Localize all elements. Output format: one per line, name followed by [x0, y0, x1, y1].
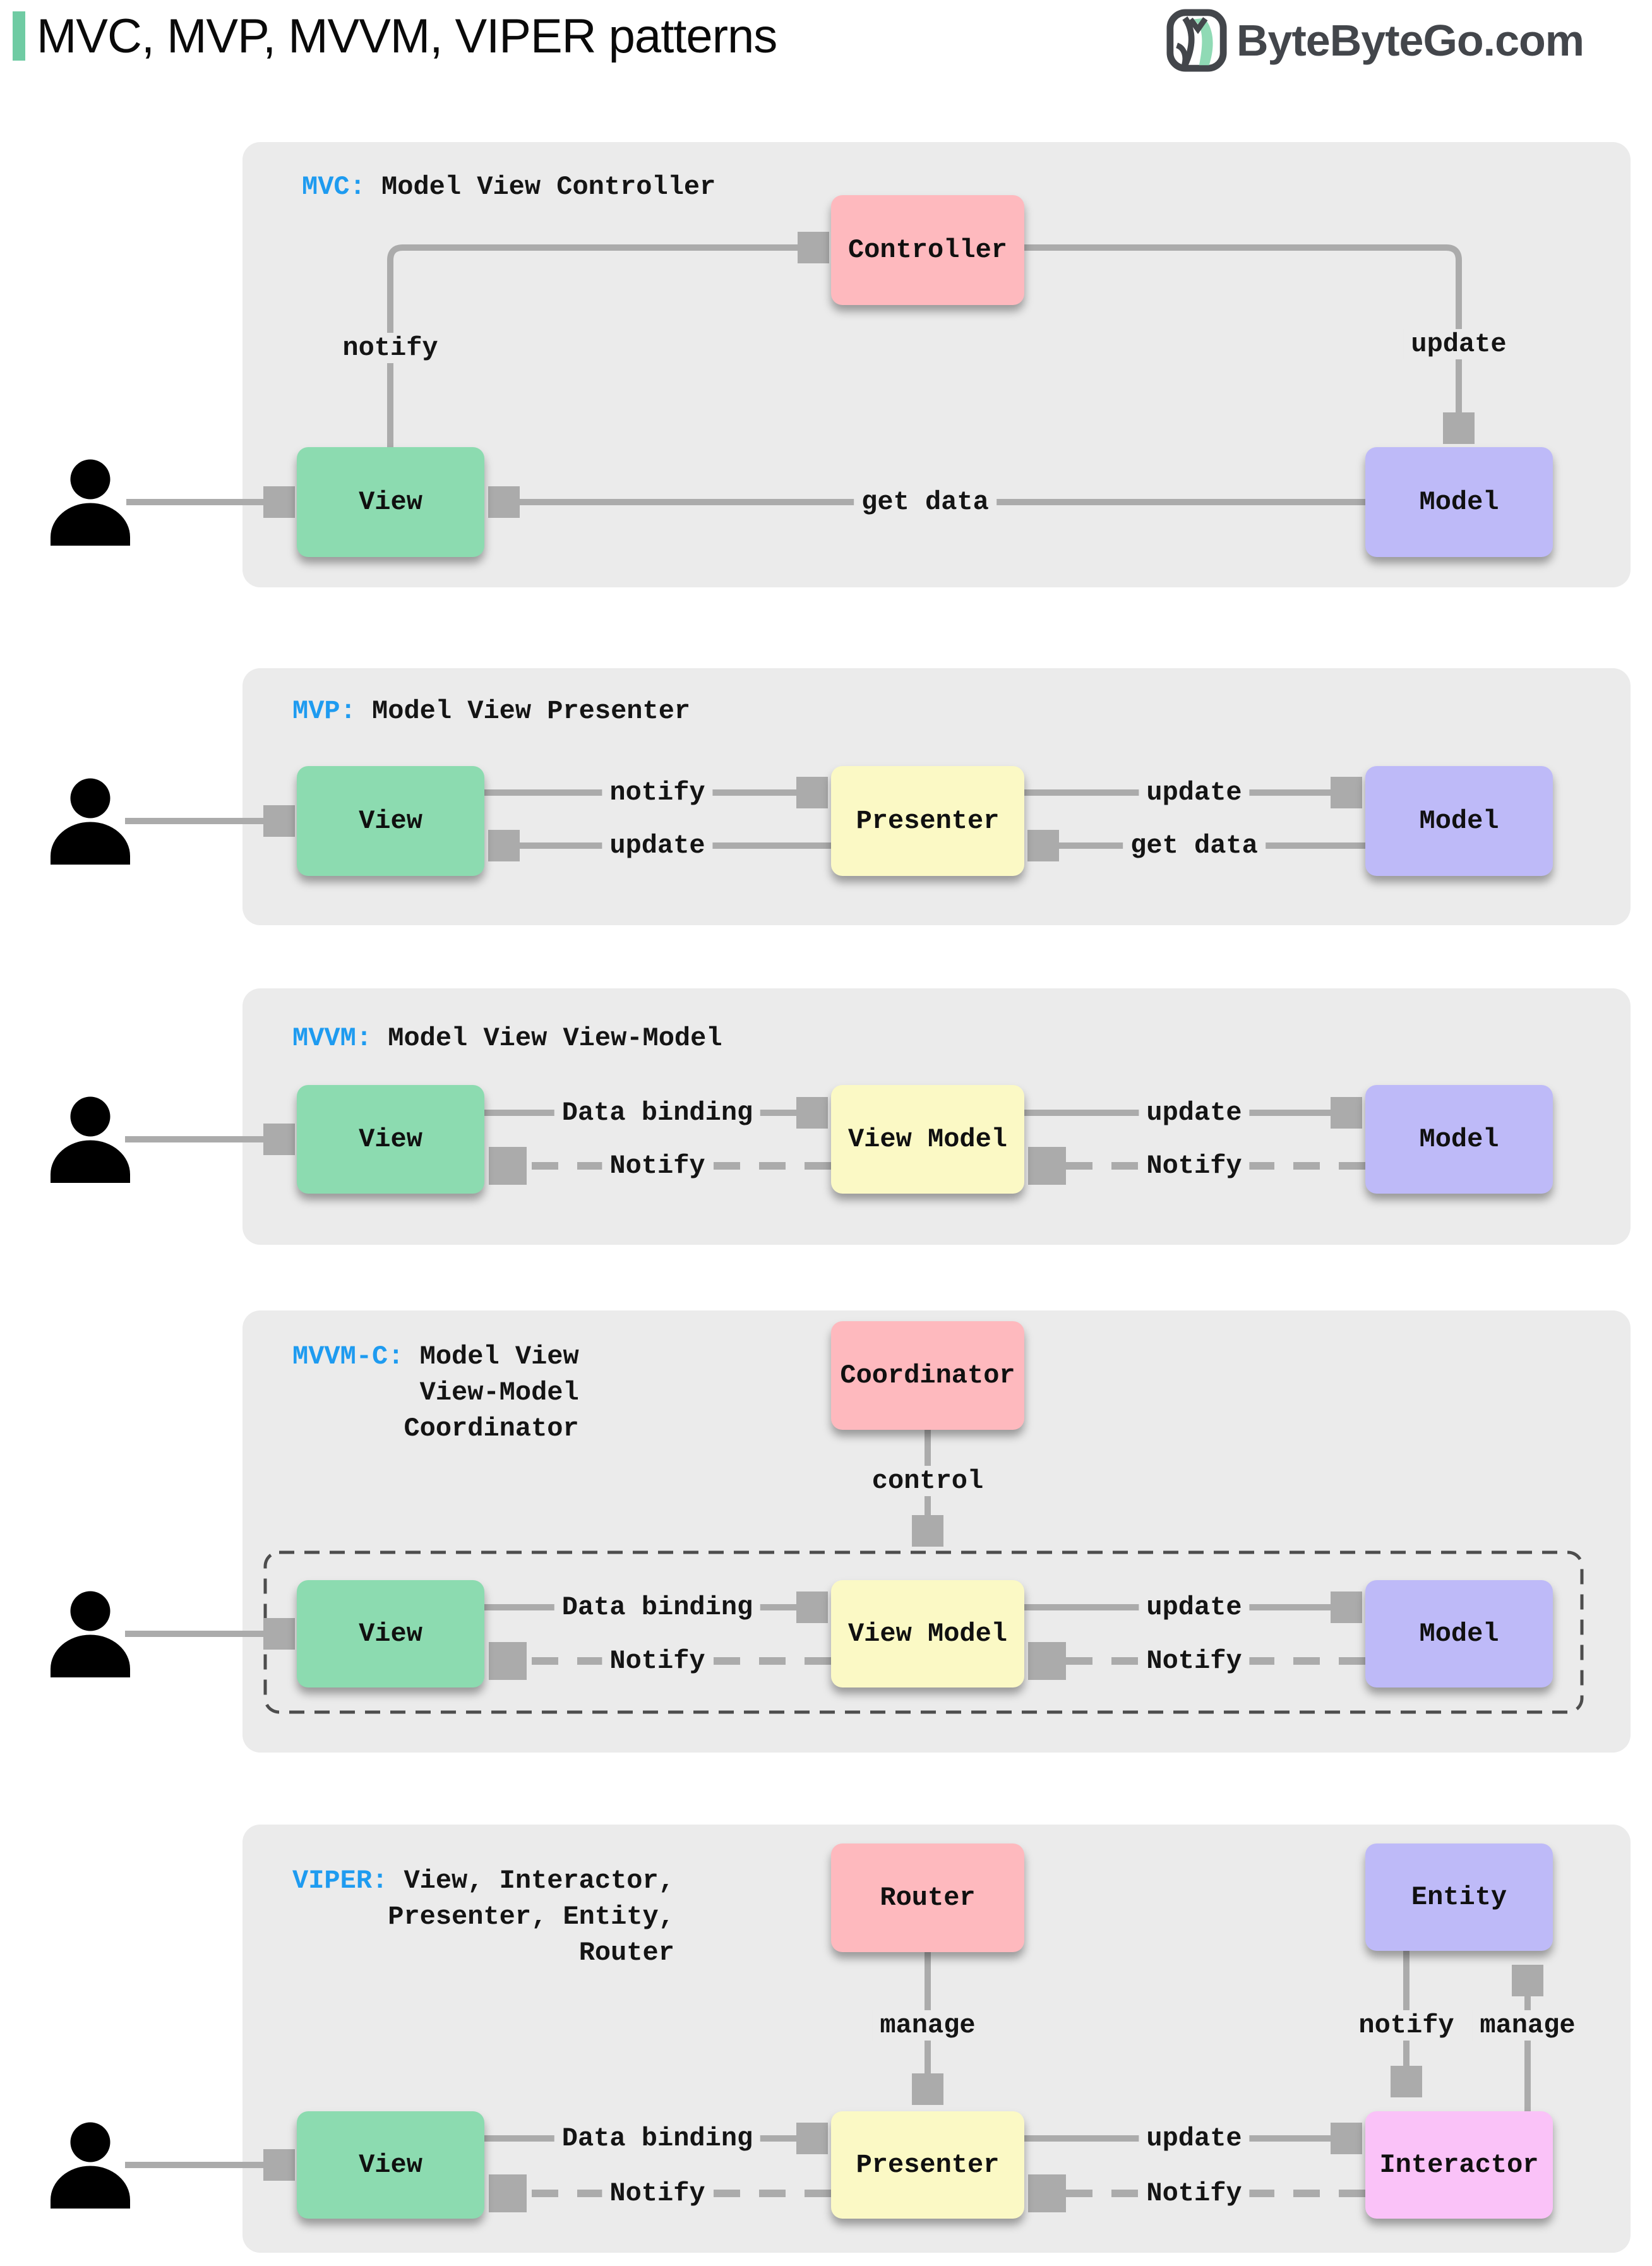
viper-notify-entity-label: notify — [1351, 2010, 1462, 2041]
mvvm-person-icon — [43, 1089, 138, 1190]
mvvmc-update-label: update — [1139, 1592, 1250, 1622]
mvvmc-databinding-label: Data binding — [554, 1592, 761, 1622]
viper-router-box: Router — [831, 1843, 1024, 1952]
bytebytego-logo-icon — [1166, 9, 1227, 72]
mvvm-panel-title: MVVM: Model View View-Model — [292, 1021, 722, 1057]
viper-person-icon — [43, 2114, 138, 2215]
mvvmc-name-line1: Model View — [404, 1341, 579, 1372]
brand-name: ByteByteGo.com — [1236, 16, 1584, 65]
mvvmc-notify-vm-label: Notify — [1139, 1646, 1250, 1676]
mvp-update-model-label: update — [1139, 777, 1250, 808]
viper-databinding-label: Data binding — [554, 2123, 761, 2154]
mvvm-databinding-label: Data binding — [554, 1098, 761, 1128]
mvc-name: Model View Controller — [365, 172, 716, 202]
mvvmc-person-icon — [43, 1583, 138, 1684]
page-title: MVC, MVP, MVVM, VIPER patterns — [37, 9, 777, 63]
mvc-update-label: update — [1403, 329, 1514, 359]
mvc-notify-label: notify — [335, 333, 446, 363]
mvvm-notify-view-label: Notify — [602, 1151, 713, 1181]
mvc-getdata-label: get data — [854, 487, 997, 517]
viper-view-box: View — [297, 2111, 484, 2219]
viper-name-line1: View, Interactor, — [388, 1866, 674, 1896]
mvvm-tag: MVVM: — [292, 1023, 373, 1053]
mvp-getdata-label: get data — [1123, 830, 1266, 861]
mvvm-notify-vm-label: Notify — [1139, 1151, 1250, 1181]
viper-name-line3: Router — [578, 1938, 674, 1968]
mvvm-name: Model View View-Model — [372, 1023, 722, 1053]
mvvm-view-box: View — [297, 1085, 484, 1194]
viper-entity-box: Entity — [1365, 1843, 1553, 1951]
mvvmc-tag: MVVM-C: — [292, 1341, 404, 1372]
mvp-update-view-label: update — [602, 830, 713, 861]
mvc-panel-title: MVC: Model View Controller — [302, 169, 715, 205]
viper-manage-entity-label: manage — [1472, 2010, 1583, 2041]
mvp-person-icon — [43, 770, 138, 872]
mvvm-model-box: Model — [1365, 1085, 1553, 1194]
viper-presenter-box: Presenter — [831, 2111, 1024, 2219]
mvc-person-icon — [43, 452, 138, 553]
mvc-model-box: Model — [1365, 447, 1553, 557]
viper-notify-view-label: Notify — [602, 2178, 713, 2209]
mvp-view-box: View — [297, 766, 484, 876]
mvvmc-panel-title: MVVM-C: Model View View-Model Coordinato… — [292, 1339, 579, 1447]
mvc-view-box: View — [297, 447, 484, 557]
mvp-panel-title: MVP: Model View Presenter — [292, 693, 690, 729]
viper-manage-router-label: manage — [872, 2010, 983, 2041]
mvvmc-view-box: View — [297, 1580, 484, 1688]
mvvm-viewmodel-box: View Model — [831, 1085, 1024, 1194]
viper-notify-presenter-label: Notify — [1139, 2178, 1250, 2209]
mvp-presenter-box: Presenter — [831, 766, 1024, 876]
viper-name-line2: Presenter, Entity, — [388, 1902, 674, 1932]
mvvm-update-label: update — [1139, 1098, 1250, 1128]
viper-update-label: update — [1139, 2123, 1250, 2154]
mvp-name: Model View Presenter — [356, 696, 691, 726]
viper-panel-title: VIPER: View, Interactor, Presenter, Enti… — [292, 1863, 674, 1971]
mvp-notify-label: notify — [602, 777, 713, 808]
mvc-tag: MVC: — [302, 172, 366, 202]
viper-interactor-box: Interactor — [1365, 2111, 1553, 2219]
mvvmc-name-line2: View-Model — [419, 1377, 579, 1408]
mvc-controller-box: Controller — [831, 195, 1024, 305]
mvvmc-viewmodel-box: View Model — [831, 1580, 1024, 1688]
mvp-tag: MVP: — [292, 696, 356, 726]
mvvmc-control-label: control — [864, 1466, 991, 1496]
mvp-model-box: Model — [1365, 766, 1553, 876]
mvvmc-coordinator-box: Coordinator — [831, 1321, 1024, 1430]
title-accent-bar — [13, 11, 25, 61]
mvvmc-name-line3: Coordinator — [404, 1413, 579, 1444]
mvvmc-model-box: Model — [1365, 1580, 1553, 1688]
mvvmc-notify-view-label: Notify — [602, 1646, 713, 1676]
brand: ByteByteGo.com — [1166, 8, 1584, 73]
viper-tag: VIPER: — [292, 1866, 388, 1896]
